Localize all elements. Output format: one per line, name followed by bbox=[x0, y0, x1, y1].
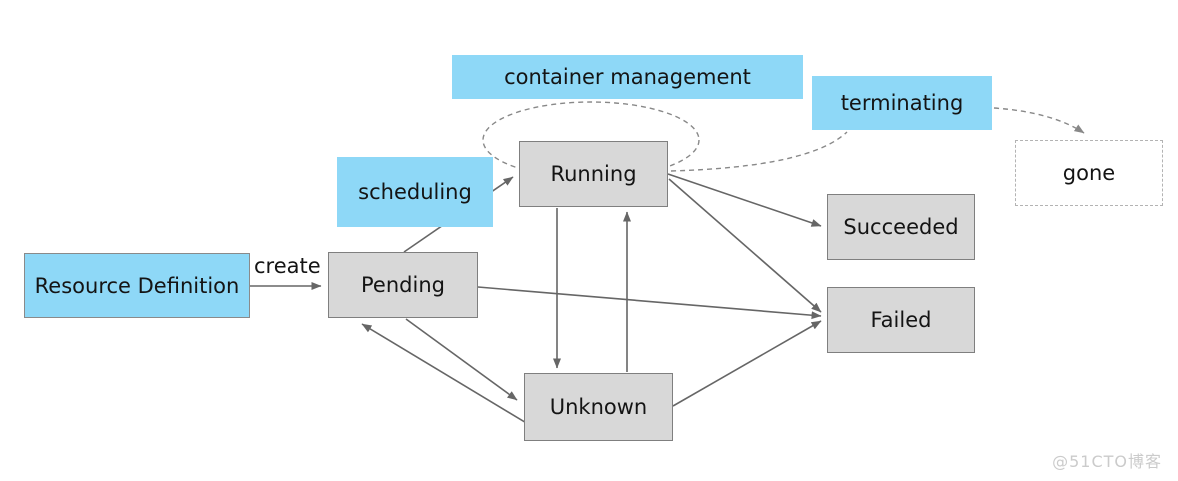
edge-running-succeeded bbox=[667, 173, 822, 227]
node-running: Running bbox=[519, 141, 668, 207]
label-scheduling: scheduling bbox=[337, 157, 493, 227]
edge-running-terminating bbox=[670, 131, 848, 172]
watermark: @51CTO博客 bbox=[1052, 452, 1162, 471]
node-pending: Pending bbox=[328, 252, 478, 318]
label-terminating: terminating bbox=[812, 76, 992, 130]
edge-unknown-failed bbox=[672, 320, 822, 407]
node-gone: gone bbox=[1015, 140, 1163, 206]
node-resource-definition: Resource Definition bbox=[24, 253, 250, 318]
label-container-management: container management bbox=[452, 55, 803, 99]
edge-unknown-pending bbox=[361, 323, 554, 440]
edge-pending-unknown bbox=[405, 318, 518, 401]
edge-terminating-gone bbox=[993, 107, 1085, 134]
edge-label-create: create bbox=[254, 254, 321, 278]
node-unknown: Unknown bbox=[524, 373, 673, 441]
node-failed: Failed bbox=[827, 287, 975, 353]
node-succeeded: Succeeded bbox=[827, 194, 975, 260]
edge-pending-failed bbox=[477, 286, 822, 320]
edge-running-failed bbox=[668, 178, 822, 313]
